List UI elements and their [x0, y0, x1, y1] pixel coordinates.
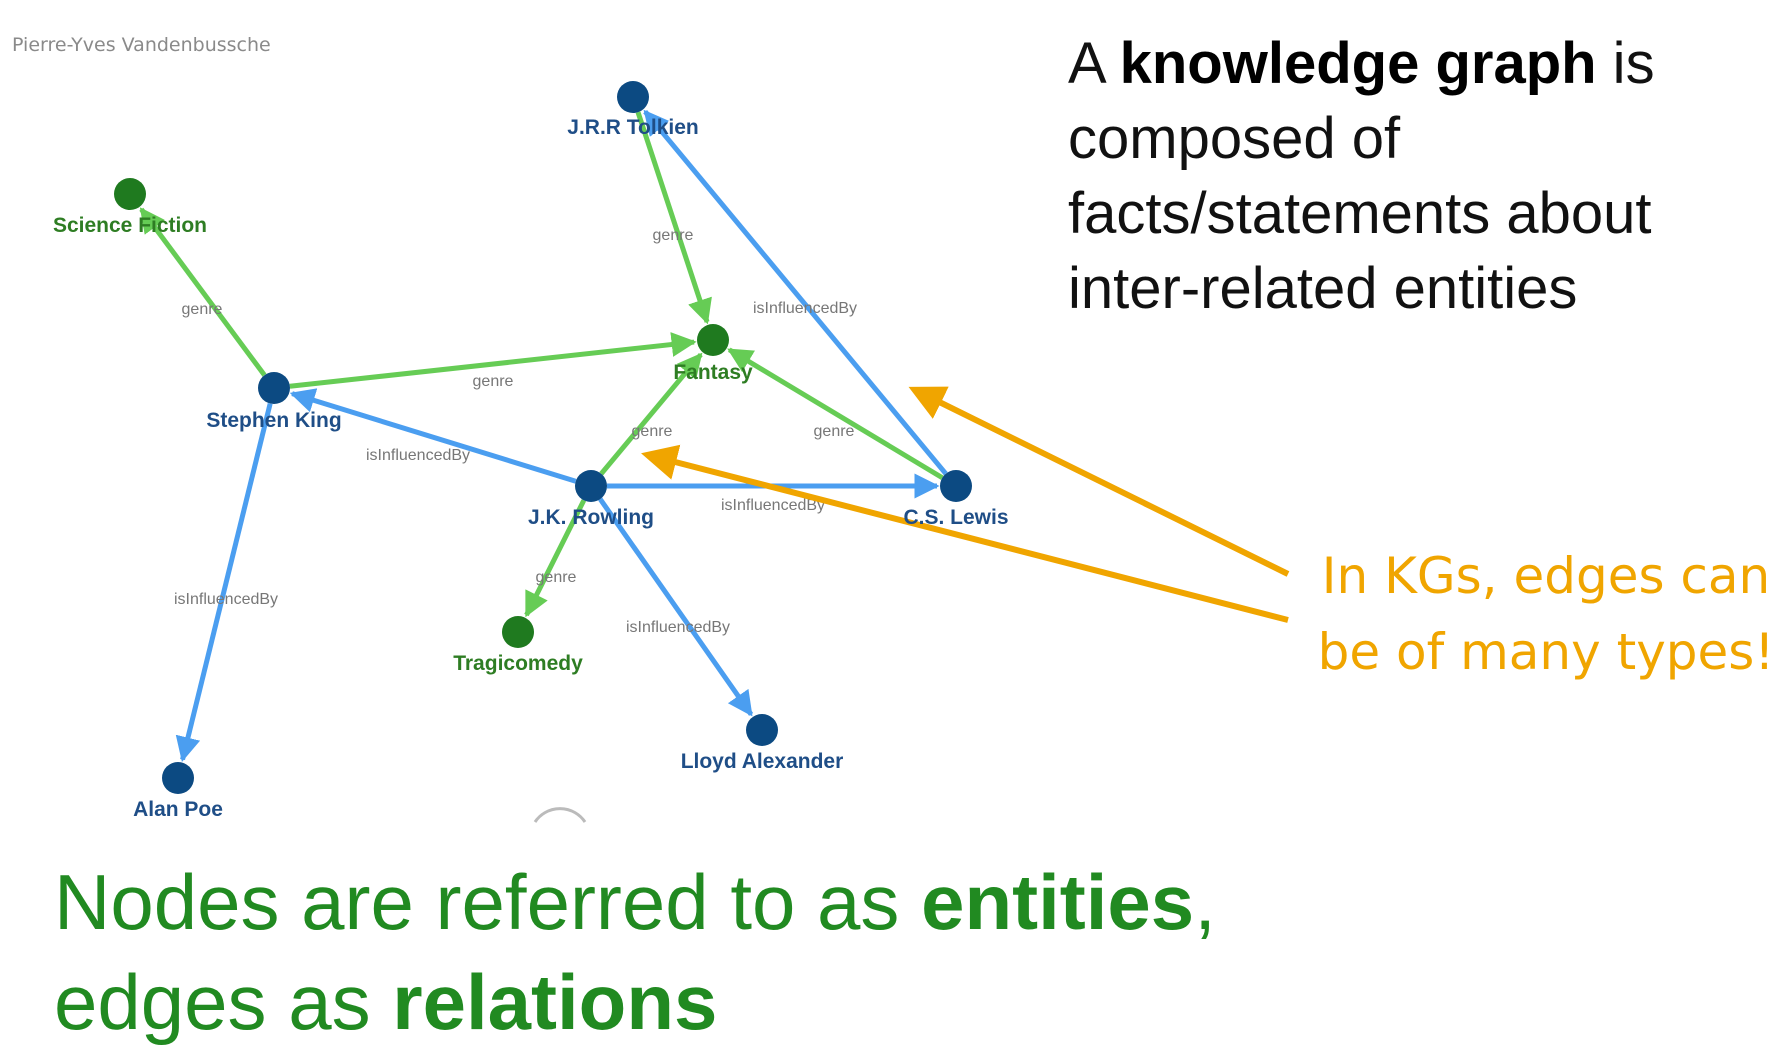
edge-king-fantasy [289, 332, 697, 389]
edge-lewis-tolkien [643, 109, 948, 476]
nodes-layer [114, 81, 972, 794]
node-label-king: Stephen King [206, 409, 341, 432]
node-label-fantasy: Fantasy [673, 361, 753, 384]
edge-rowling-fantasy [599, 352, 703, 476]
node-king [258, 372, 290, 404]
callout-arrows [641, 386, 1290, 623]
attribution: Pierre-Yves Vandenbussche [12, 34, 271, 56]
node-rowling [575, 470, 607, 502]
node-label-lewis: C.S. Lewis [903, 506, 1008, 529]
edge-label-king-scifi: genre [182, 301, 223, 318]
node-scifi [114, 178, 146, 210]
edge-label-rowling-lewis: isInfluencedBy [721, 497, 825, 514]
footer-line-1: Nodes are referred to as entities, [54, 852, 1754, 952]
node-label-poe: Alan Poe [133, 798, 223, 821]
edge-rowling-king [289, 388, 577, 484]
footer-line-2: edges as relations [54, 952, 1754, 1052]
footer-part-2: , [1194, 858, 1216, 946]
callout-arrow-lower [641, 444, 1289, 623]
edge-king-poe [175, 402, 273, 762]
node-label-scifi: Science Fiction [53, 214, 207, 237]
headline-prefix: A [1068, 31, 1120, 96]
node-tragicomedy [502, 616, 534, 648]
edge-label-lewis-tolkien: isInfluencedBy [753, 300, 857, 317]
callout-arrow-upper [908, 386, 1290, 577]
callout-text: In KGs, edges can be of many types! [1306, 538, 1786, 690]
edge-label-king-fantasy: genre [473, 373, 514, 390]
edge-label-rowling-tragicomedy: genre [536, 569, 577, 586]
edge-lewis-fantasy [727, 347, 944, 480]
edge-label-tolkien-fantasy: genre [653, 227, 694, 244]
footer-bold-relations: relations [392, 958, 718, 1046]
edge-label-king-poe: isInfluencedBy [174, 591, 278, 608]
edge-label-rowling-fantasy: genre [632, 423, 673, 440]
edge-rowling-alexander [598, 497, 754, 717]
edge-label-lewis-fantasy: genre [814, 423, 855, 440]
edge-king-scifi [139, 207, 267, 377]
footer-caption: Nodes are referred to as entities, edges… [54, 852, 1754, 1052]
headline: A knowledge graph is composed of facts/s… [1068, 26, 1768, 326]
footer-part-1: Nodes are referred to as [54, 858, 922, 946]
partial-circle-control [533, 807, 587, 823]
callout-line-2: be of many types! [1317, 623, 1775, 681]
node-lewis [940, 470, 972, 502]
edge-label-rowling-alexander: isInfluencedBy [626, 619, 730, 636]
edge-label-rowling-king: isInfluencedBy [366, 447, 470, 464]
edge-tolkien-fantasy [635, 111, 712, 325]
headline-bold: knowledge graph [1119, 31, 1597, 96]
node-fantasy [697, 324, 729, 356]
node-label-rowling: J.K. Rowling [528, 506, 654, 529]
edge-labels-layer: genre isInfluencedBy genre genre genre genre i… [174, 227, 857, 636]
node-tolkien [617, 81, 649, 113]
node-label-tragicomedy: Tragicomedy [453, 652, 583, 675]
node-alexander [746, 714, 778, 746]
node-poe [162, 762, 194, 794]
footer-part-3: edges as [54, 958, 393, 1046]
callout-line-1: In KGs, edges can [1321, 547, 1771, 605]
headline-suffix: is composed of facts/statements about in… [1068, 31, 1655, 321]
node-label-tolkien: J.R.R Tolkien [567, 116, 698, 139]
edge-rowling-tragicomedy [524, 499, 587, 618]
edges-layer [139, 109, 948, 762]
footer-bold-entities: entities [921, 858, 1195, 946]
node-label-alexander: Lloyd Alexander [681, 750, 844, 773]
